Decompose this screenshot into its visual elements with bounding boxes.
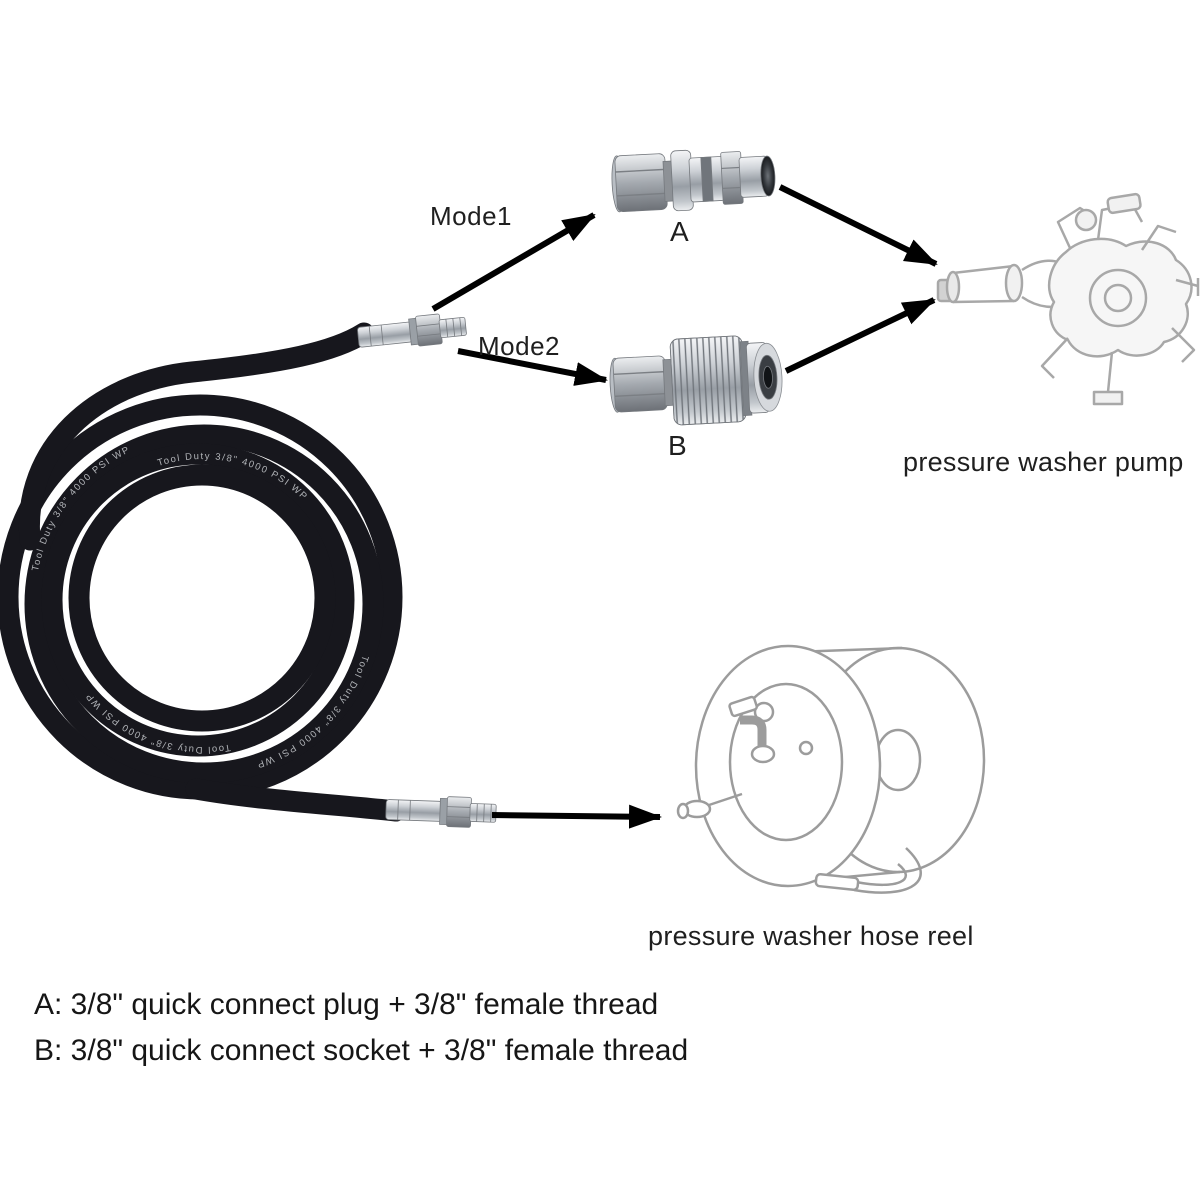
- legend-line-a: A: 3/8" quick connect plug + 3/8" female…: [34, 988, 659, 1021]
- arrow-mode1: [431, 212, 596, 312]
- adapter-a-label: A: [670, 216, 689, 247]
- arrow-a-to-pump: [778, 184, 938, 267]
- mode2-label: Mode2: [478, 331, 560, 361]
- arrow-mode2: [457, 348, 608, 386]
- pump-caption: pressure washer pump: [903, 447, 1184, 477]
- hose-end-fitting-top: [357, 313, 467, 348]
- adapter-b-illustration: [609, 335, 783, 426]
- pump-illustration: [936, 192, 1200, 406]
- hose-reel-illustration: [676, 644, 986, 894]
- adapter-a-illustration: [611, 149, 776, 213]
- hose-end-fitting-bottom: [385, 796, 497, 828]
- mode1-label: Mode1: [430, 201, 512, 231]
- reel-caption: pressure washer hose reel: [648, 921, 974, 951]
- arrows: [431, 184, 938, 829]
- legend-line-b: B: 3/8" quick connect socket + 3/8" fema…: [34, 1034, 689, 1067]
- adapter-b-label: B: [668, 430, 687, 461]
- legend: A: 3/8" quick connect plug + 3/8" female…: [34, 982, 688, 1074]
- hose-coil-illustration: [0, 322, 407, 822]
- arrow-b-to-pump: [784, 297, 936, 374]
- arrow-hose-to-reel: [491, 804, 662, 829]
